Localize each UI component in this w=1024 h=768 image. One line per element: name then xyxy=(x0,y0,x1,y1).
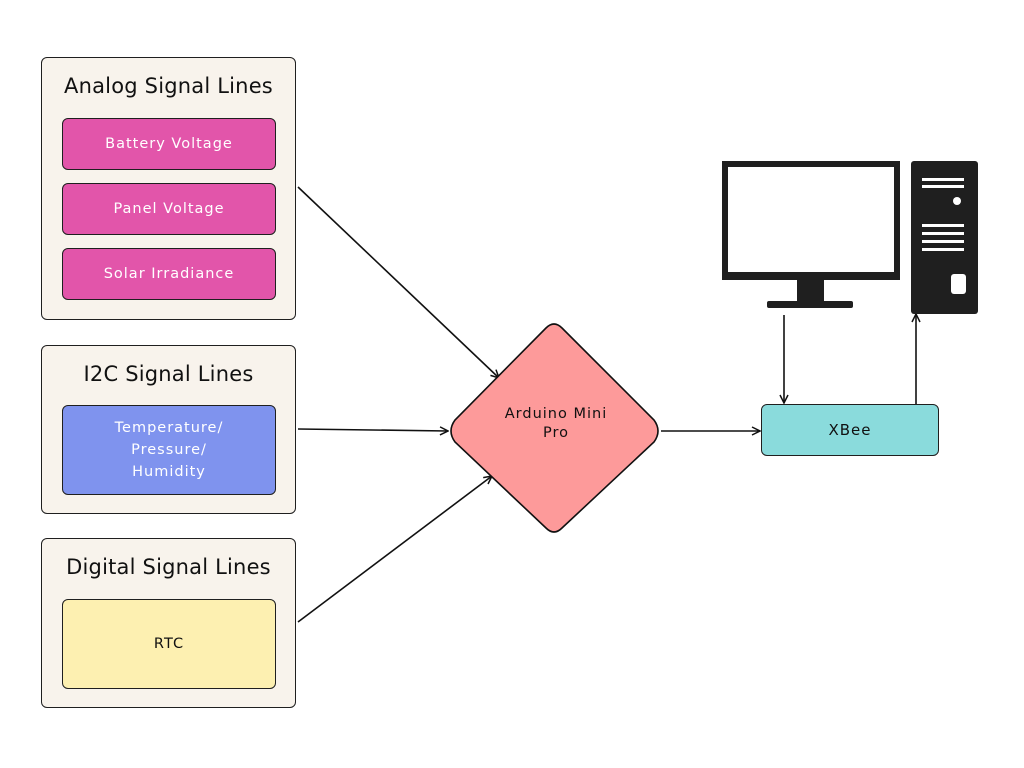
computer-tower-icon xyxy=(911,161,978,314)
computer-monitor-icon xyxy=(722,161,900,308)
temp-pressure-humidity-node: Temperature/ Pressure/ Humidity xyxy=(62,405,276,495)
analog-to-controller-arrow xyxy=(297,186,499,378)
battery-voltage-node: Battery Voltage xyxy=(62,118,276,170)
rtc-node: RTC xyxy=(62,599,276,689)
arduino-controller-diamond xyxy=(450,323,659,533)
arduino-label: Arduino Mini Pro xyxy=(504,406,608,441)
xbee-node: XBee xyxy=(761,404,939,456)
i2c-group-title: I2C Signal Lines xyxy=(83,362,254,386)
digital-signal-group: Digital Signal Lines RTC xyxy=(41,538,296,708)
analog-signal-group: Analog Signal Lines Battery Voltage Pane… xyxy=(41,57,296,320)
xbee-label: XBee xyxy=(828,421,872,439)
i2c-signal-group: I2C Signal Lines Temperature/ Pressure/ … xyxy=(41,345,296,514)
analog-group-title: Analog Signal Lines xyxy=(64,74,273,98)
digital-to-controller-arrow xyxy=(297,476,492,623)
panel-voltage-node: Panel Voltage xyxy=(62,183,276,235)
solar-irradiance-node: Solar Irradiance xyxy=(62,248,276,300)
digital-group-title: Digital Signal Lines xyxy=(66,555,271,579)
i2c-to-controller-arrow xyxy=(297,429,448,431)
